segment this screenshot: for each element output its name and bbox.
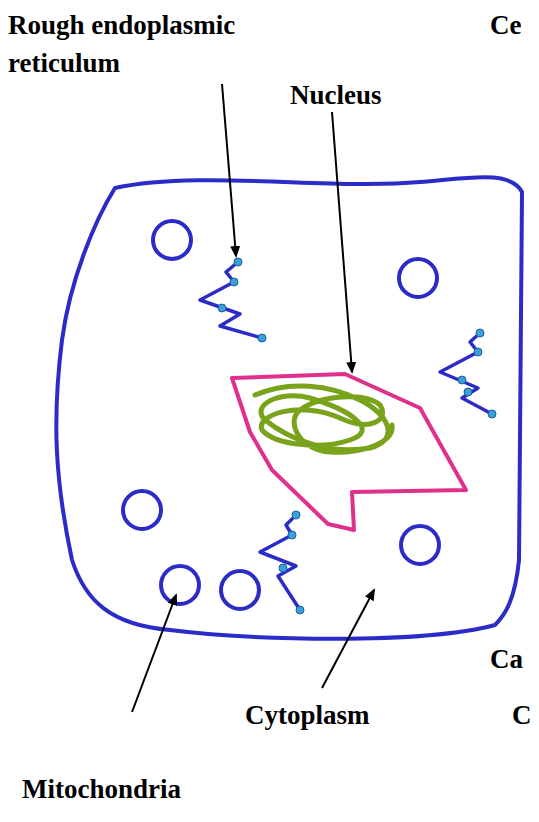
organelle-label: Nucleus — [290, 76, 430, 114]
region-label: Cytoplasm — [245, 696, 425, 734]
mitochondria-circles — [123, 221, 439, 609]
rough-er — [200, 262, 492, 610]
cut-label: C — [512, 696, 536, 734]
cell-membrane — [56, 177, 522, 639]
ribosome-dots — [218, 258, 496, 614]
nuclear-envelope — [232, 374, 466, 530]
organelle-label: Rough endoplasmic reticulum — [8, 6, 288, 82]
cut-label: Ca — [490, 640, 535, 678]
organelle-label: Mitochondria — [22, 770, 262, 808]
chromatin — [255, 386, 392, 452]
leader-arrows — [132, 84, 374, 712]
cut-label: Ce — [490, 6, 535, 44]
